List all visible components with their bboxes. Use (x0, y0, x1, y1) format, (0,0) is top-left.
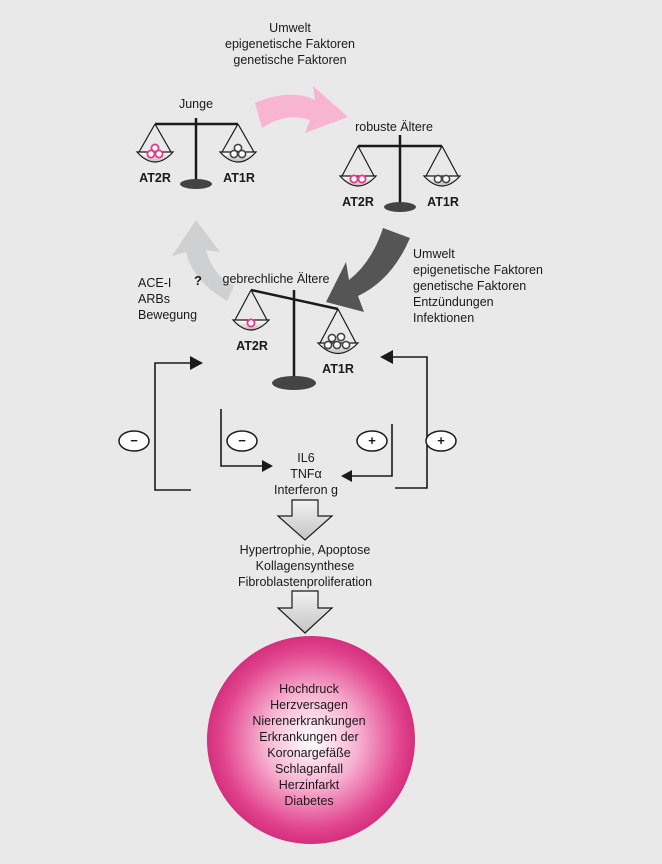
scale-young-left-pan (135, 151, 175, 163)
right-factor: Entzündungen (413, 295, 494, 309)
question-mark: ? (194, 273, 202, 288)
arrowheads (190, 350, 393, 482)
plus-oval-inner (356, 430, 388, 452)
right-outer-loop (390, 356, 428, 489)
right-factor: genetische Faktoren (413, 279, 527, 293)
intervention: ACE-I (138, 276, 172, 290)
disease-list: Hochdruck Herzversagen Nierenerkrankunge… (252, 681, 365, 809)
scale-young-left-label: AT2R (139, 171, 171, 185)
scale-young-right-pan (218, 151, 258, 163)
scale-robust-left-label: AT2R (342, 195, 374, 209)
scale-frail-right-label: AT1R (322, 362, 354, 376)
plus-oval-outer (425, 430, 457, 452)
left-inner-arrowhead (262, 460, 273, 472)
scale-frail (231, 288, 360, 390)
top-factor-list: Umwelt epigenetische Faktoren genetische… (225, 20, 355, 68)
plus-sign-outer: + (437, 433, 445, 448)
disease: Nierenerkrankungen (252, 714, 366, 728)
cytokine: TNFα (290, 467, 322, 481)
cytokine: Interferon g (274, 483, 338, 497)
disease: Diabetes (284, 794, 334, 808)
disease: Herzinfarkt (278, 778, 340, 792)
right-inner-arrowhead (341, 470, 352, 482)
top-factor: genetische Faktoren (233, 53, 347, 67)
disease: Schlaganfall (274, 762, 344, 776)
effect: Fibroblastenproliferation (237, 575, 373, 589)
cytokine: IL6 (297, 451, 315, 465)
right-factor: Infektionen (413, 311, 475, 325)
minus-oval-outer (118, 430, 150, 452)
minus-sign-inner: − (238, 433, 246, 448)
disease: Koronargefäße (267, 746, 351, 760)
down-arrow-1 (276, 499, 334, 541)
left-outer-loop (154, 362, 194, 491)
left-inner-line (220, 409, 264, 467)
effect: Kollagensynthese (255, 559, 355, 573)
disease: Hochdruck (279, 682, 339, 696)
effect: Hypertrophie, Apoptose (239, 543, 371, 557)
scale-young-title: Junge (178, 97, 214, 111)
scale-young-right-label: AT1R (223, 171, 255, 185)
scale-frail-title: gebrechliche Ältere (222, 272, 330, 286)
intervention: ARBs (138, 292, 170, 306)
effect-list: Hypertrophie, Apoptose Kollagensynthese … (238, 542, 372, 590)
minus-oval-inner (226, 430, 258, 452)
minus-sign-outer: − (130, 433, 138, 448)
dark-curved-arrow (326, 228, 410, 312)
intervention-list: ACE-I ARBs Bewegung (138, 275, 197, 323)
scale-robust-title: robuste Ältere (355, 120, 433, 134)
right-factor: epigenetische Faktoren (413, 263, 543, 277)
scale-robust-right-label: AT1R (427, 195, 459, 209)
top-factor: epigenetische Faktoren (225, 37, 355, 51)
cytokine-list: IL6 TNFα Interferon g (274, 450, 338, 498)
disease: Herzversagen (270, 698, 348, 712)
gray-curved-arrow (172, 220, 234, 301)
pink-curved-arrow (255, 86, 348, 133)
scale-young (135, 118, 258, 189)
disease: Erkrankungen der (259, 730, 359, 744)
top-factor: Umwelt (269, 21, 311, 35)
feedback-lines (154, 356, 428, 491)
intervention: Bewegung (138, 308, 198, 322)
right-loop-arrowhead (380, 350, 393, 364)
scale-robust (338, 135, 462, 212)
disease-circle (207, 636, 415, 844)
right-factor-list: Umwelt epigenetische Faktoren genetische… (413, 246, 543, 326)
scale-frail-left-label: AT2R (236, 339, 268, 353)
left-loop-arrowhead (190, 356, 203, 370)
right-inner-line (350, 424, 393, 477)
right-factor: Umwelt (413, 247, 455, 261)
down-arrow-2 (276, 590, 334, 634)
plus-sign-inner: + (368, 433, 376, 448)
scale-robust-right-pan (422, 175, 462, 187)
